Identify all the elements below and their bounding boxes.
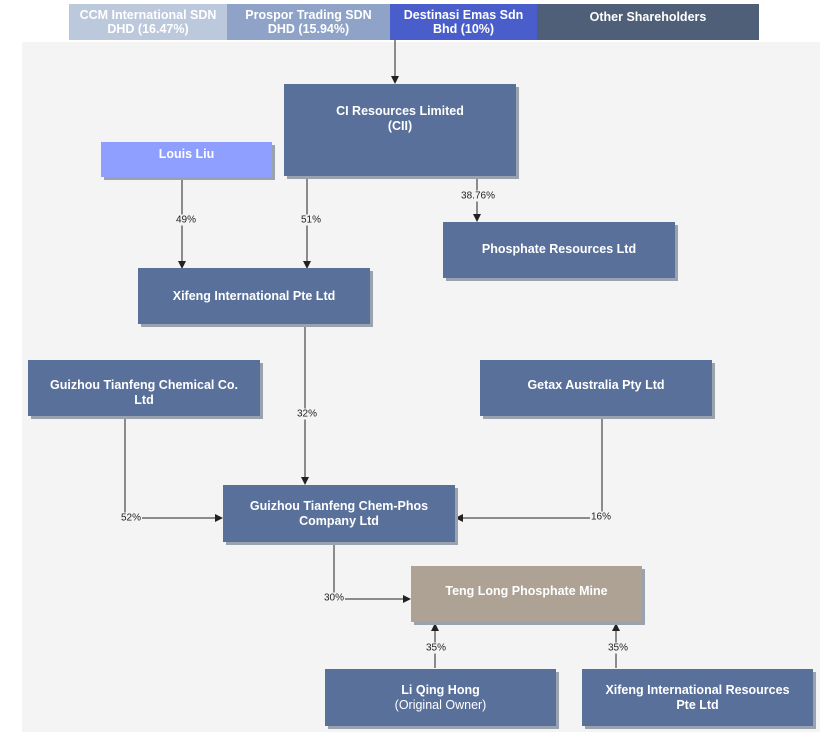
ci-resources-box: CI Resources Limited (CII) <box>284 84 516 176</box>
li-qing-hong-name: Li Qing Hong <box>401 682 480 697</box>
teng-long-mine-box: Teng Long Phosphate Mine <box>411 566 642 622</box>
line-getax-to-chemphos <box>455 417 603 522</box>
xifeng-international-box: Xifeng International Pte Ltd <box>138 268 370 324</box>
pct-louis-to-xifeng: 49% <box>174 214 198 226</box>
guizhou-chem-phos-box: Guizhou Tianfeng Chem-Phos Company Ltd <box>223 485 455 542</box>
shareholder-destinasi-emas: Destinasi Emas Sdn Bhd (10%) <box>390 4 537 40</box>
getax-australia-box: Getax Australia Pty Ltd <box>480 360 712 416</box>
xifeng-intl-resources-box: Xifeng International Resources Pte Ltd <box>582 669 813 726</box>
pct-liqing-to-mine: 35% <box>424 642 448 654</box>
guizhou-tianfeng-chemical-box: Guizhou Tianfeng Chemical Co. Ltd <box>28 360 260 416</box>
pct-cii-to-xifeng: 51% <box>299 214 323 226</box>
shareholder-ccm-international: CCM International SDN DHD (16.47%) <box>69 4 227 40</box>
shareholder-other: Other Shareholders <box>537 4 759 40</box>
li-qing-hong-box: Li Qing Hong (Original Owner) <box>325 669 556 726</box>
line-tianfeng-to-chemphos <box>124 417 223 522</box>
pct-getax-to-chemphos: 16% <box>589 511 613 523</box>
pct-tianfeng-to-chemphos: 52% <box>119 512 143 524</box>
pct-cii-to-phosphate: 38.76% <box>460 190 496 202</box>
pct-chemphos-to-mine: 30% <box>322 592 346 604</box>
pct-xifeng-to-chemphos: 32% <box>295 408 319 420</box>
line-chemphos-to-mine <box>333 543 411 603</box>
pct-xifengres-to-mine: 35% <box>606 642 630 654</box>
li-qing-hong-role: (Original Owner) <box>394 697 487 712</box>
shareholder-prospor-trading: Prospor Trading SDN DHD (15.94%) <box>227 4 390 40</box>
phosphate-resources-box: Phosphate Resources Ltd <box>443 222 675 278</box>
louis-liu-box: Louis Liu <box>101 142 272 177</box>
